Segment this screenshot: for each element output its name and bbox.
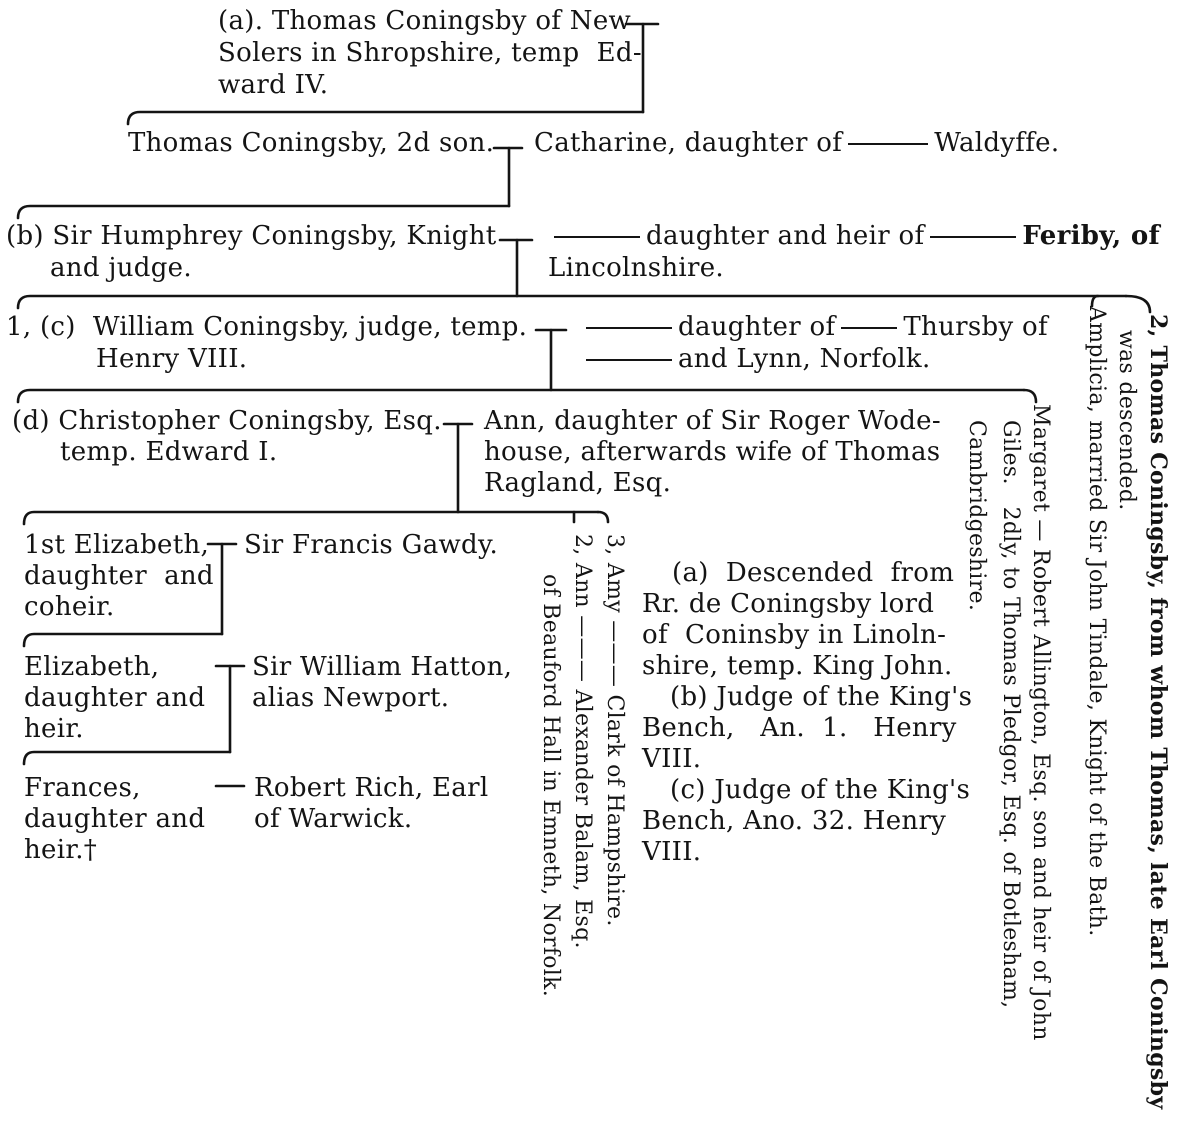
gen3-spouse2: Lincolnshire. — [548, 253, 724, 283]
gen7-line2: daughter and — [24, 683, 206, 713]
gen8-line3: heir.† — [24, 835, 98, 865]
note-a-line3: of Coninsby in Linoln- — [642, 620, 947, 650]
gen5-line1: (d) Christopher Coningsby, Esq. — [12, 406, 442, 436]
note-b-line2: Bench, An. 1. Henry — [642, 713, 957, 743]
vertical-amy: 3, Amy ——— Clark of Hampshire. — [602, 534, 627, 927]
vertical-amplicia: Amplicia, married Sir John Tindale, Knig… — [1084, 306, 1109, 937]
note-c-line1: (c) Judge of the King's — [670, 775, 971, 805]
gen4-line1: 1, (c) William Coningsby, judge, temp. — [6, 312, 528, 342]
gen3-spouse1-post: daughter and heir of — [646, 221, 925, 251]
note-b-line1: (b) Judge of the King's — [670, 682, 973, 712]
gen4-spouse-dash-a — [586, 327, 672, 329]
gen5-spouse2: house, afterwards wife of Thomas — [484, 437, 941, 467]
gen3-spouse-dash-b — [930, 236, 1017, 238]
gen1-line1: (a). Thomas Coningsby of New — [218, 6, 632, 36]
gen4-spouse2: and Lynn, Norfolk. — [580, 344, 931, 375]
vertical-ann-line2: of Beauford Hall in Emneth, Norfolk. — [538, 574, 563, 998]
vertical-thomas-line2: was descended. — [1114, 330, 1139, 511]
gen6-line3: coheir. — [24, 592, 115, 622]
gen7-line1: Elizabeth, — [24, 652, 160, 682]
gen2-spouse: Catharine, daughter of Waldyffe. — [534, 128, 1059, 159]
gen3-spouse1-end: Feriby, of — [1022, 221, 1160, 251]
gen6-line2: daughter and — [24, 561, 214, 591]
gen5-spouse1: Ann, daughter of Sir Roger Wode- — [484, 406, 941, 436]
gen4-line2: Henry VIII. — [96, 344, 248, 374]
vertical-thomas-line1: 2, Thomas Coningsby, from whom Thomas, l… — [1145, 314, 1171, 1110]
gen4-spouse2-text: and Lynn, Norfolk. — [678, 344, 931, 374]
gen2-name: Thomas Coningsby, 2d son. — [128, 128, 495, 158]
gen2-spouse-post: Waldyffe. — [934, 128, 1060, 158]
vertical-margaret-line1: Margaret — Robert Allington, Esq. son an… — [1028, 404, 1053, 1041]
gen4-spouse1-post: daughter of — [678, 312, 836, 342]
vertical-margaret-line3: Cambridgeshire. — [964, 420, 989, 612]
vertical-ann-line1: 2, Ann ——— Alexander Balam, Esq. — [570, 534, 595, 949]
gen3-line2: and judge. — [50, 253, 192, 283]
gen4-spouse1-end: Thursby of — [903, 312, 1048, 342]
gen8-line2: daughter and — [24, 804, 206, 834]
gen4-spouse2-dash — [586, 359, 672, 361]
gen5-spouse3: Ragland, Esq. — [484, 468, 672, 498]
gen4-spouse1: daughter of Thursby of — [580, 312, 1048, 343]
gen1-line3: ward IV. — [218, 70, 329, 100]
gen3-spouse-dash-a — [554, 236, 640, 238]
gen5-line2: temp. Edward I. — [60, 437, 278, 467]
gen8-line1: Frances, — [24, 773, 141, 803]
gen7-line3: heir. — [24, 714, 84, 744]
gen3-line1: (b) Sir Humphrey Coningsby, Knight — [6, 221, 497, 251]
note-a-line2: Rr. de Coningsby lord — [642, 589, 935, 619]
note-c-line2: Bench, Ano. 32. Henry — [642, 806, 947, 836]
note-a-line1: (a) Descended from — [672, 558, 955, 588]
gen6-line1: 1st Elizabeth, — [24, 530, 210, 560]
note-b-line3: VIII. — [642, 744, 702, 774]
note-a-line4: shire, temp. King John. — [642, 651, 953, 681]
vertical-margaret-line2: Giles. 2dly, to Thomas Pledgor, Esq. of … — [998, 420, 1023, 1009]
gen7-spouse2: alias Newport. — [252, 683, 450, 713]
gen4-spouse-dash-b — [841, 327, 898, 329]
gen3-spouse1: daughter and heir of Feriby, of — [548, 221, 1160, 252]
gen2-spouse-pre: Catharine, daughter of — [534, 128, 843, 158]
note-c-line3: VIII. — [642, 837, 702, 867]
gen8-spouse2: of Warwick. — [254, 804, 413, 834]
gen7-spouse1: Sir William Hatton, — [252, 652, 513, 682]
gen1-line2: Solers in Shropshire, temp Ed- — [218, 38, 642, 68]
gen8-spouse1: Robert Rich, Earl — [254, 773, 489, 803]
gen6-spouse: Sir Francis Gawdy. — [244, 530, 499, 560]
gen2-spouse-dash — [848, 143, 929, 145]
